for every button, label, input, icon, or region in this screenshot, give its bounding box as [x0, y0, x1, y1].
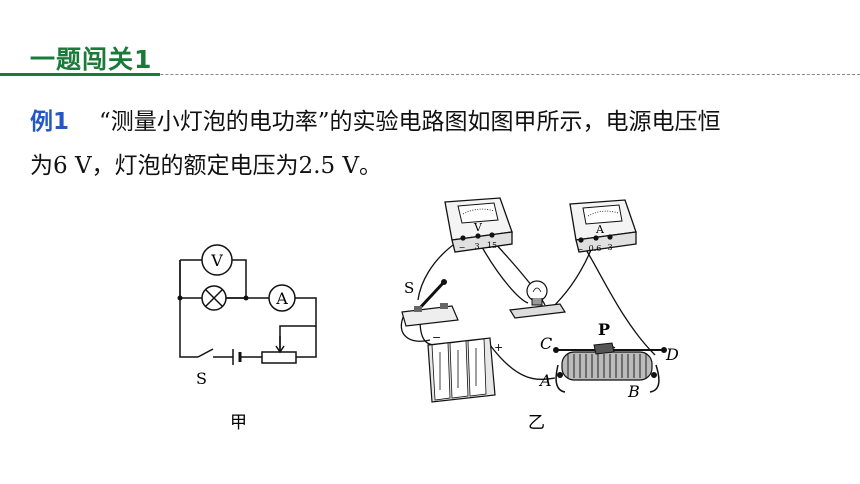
problem-statement-part-1: “测量小灯泡的电功率”的实验电路图如图甲所示，电源电压恒 [99, 109, 721, 135]
voltmeter-terminal-15: 15 [487, 241, 497, 250]
voltmeter-label: V [210, 251, 223, 270]
header-divider [0, 74, 860, 75]
battery-pack: − + [427, 331, 503, 403]
ammeter-terminal-06: 0.6 [589, 244, 602, 253]
switch-label: S [196, 369, 207, 388]
terminal-d-label: D [665, 345, 679, 364]
voltmeter-device-label: V [473, 221, 483, 234]
junction-dot [243, 295, 249, 301]
figure-jia-caption: 甲 [230, 413, 247, 433]
lamp-on-holder [508, 280, 567, 319]
lamp-cross-2 [204, 288, 224, 308]
figure-jia-schematic [179, 259, 317, 365]
ammeter-terminal-neg: − [577, 245, 584, 254]
knife-switch: S [401, 279, 459, 327]
terminal-c-label: C [540, 334, 552, 353]
problem-statement-part-2: 为6 V，灯泡的额定电压为2.5 V。 [30, 153, 383, 179]
ammeter-symbol [268, 284, 296, 312]
voltmeter-device: V − 3 15 [444, 197, 513, 253]
problem-text: 例1 “测量小灯泡的电功率”的实验电路图如图甲所示，电源电压恒 为6 V，灯泡的额… [30, 100, 840, 188]
junction-dot [177, 295, 183, 301]
terminal-b-label: B [627, 382, 640, 401]
battery-plus-label: + [494, 341, 503, 354]
figure-jia-components: V A S 甲 [177, 244, 296, 433]
example-label: 例1 [30, 109, 70, 135]
ammeter-terminal-3: 3 [607, 243, 612, 252]
voltmeter-terminal-3: 3 [474, 242, 479, 251]
voltmeter-symbol [201, 244, 233, 276]
sliding-rheostat: P C D A B [538, 320, 679, 401]
ammeter-device-label: A [595, 223, 605, 236]
switch-device-label: S [404, 279, 414, 297]
header-accent-bar [0, 73, 160, 76]
ammeter-label: A [275, 289, 288, 308]
ammeter-device: A − 0.6 3 [569, 199, 637, 254]
voltmeter-terminal-neg: − [459, 243, 466, 252]
problem-line-1: 例1 “测量小灯泡的电功率”的实验电路图如图甲所示，电源电压恒 [30, 100, 840, 144]
figure-yi-caption: 乙 [528, 413, 545, 433]
slider-p-label: P [598, 320, 610, 339]
section-title: 一题闯关1 [30, 45, 153, 74]
header: 一题闯关1 [0, 0, 860, 80]
terminal-a-label: A [538, 371, 552, 390]
battery-minus-label: − [432, 331, 441, 344]
